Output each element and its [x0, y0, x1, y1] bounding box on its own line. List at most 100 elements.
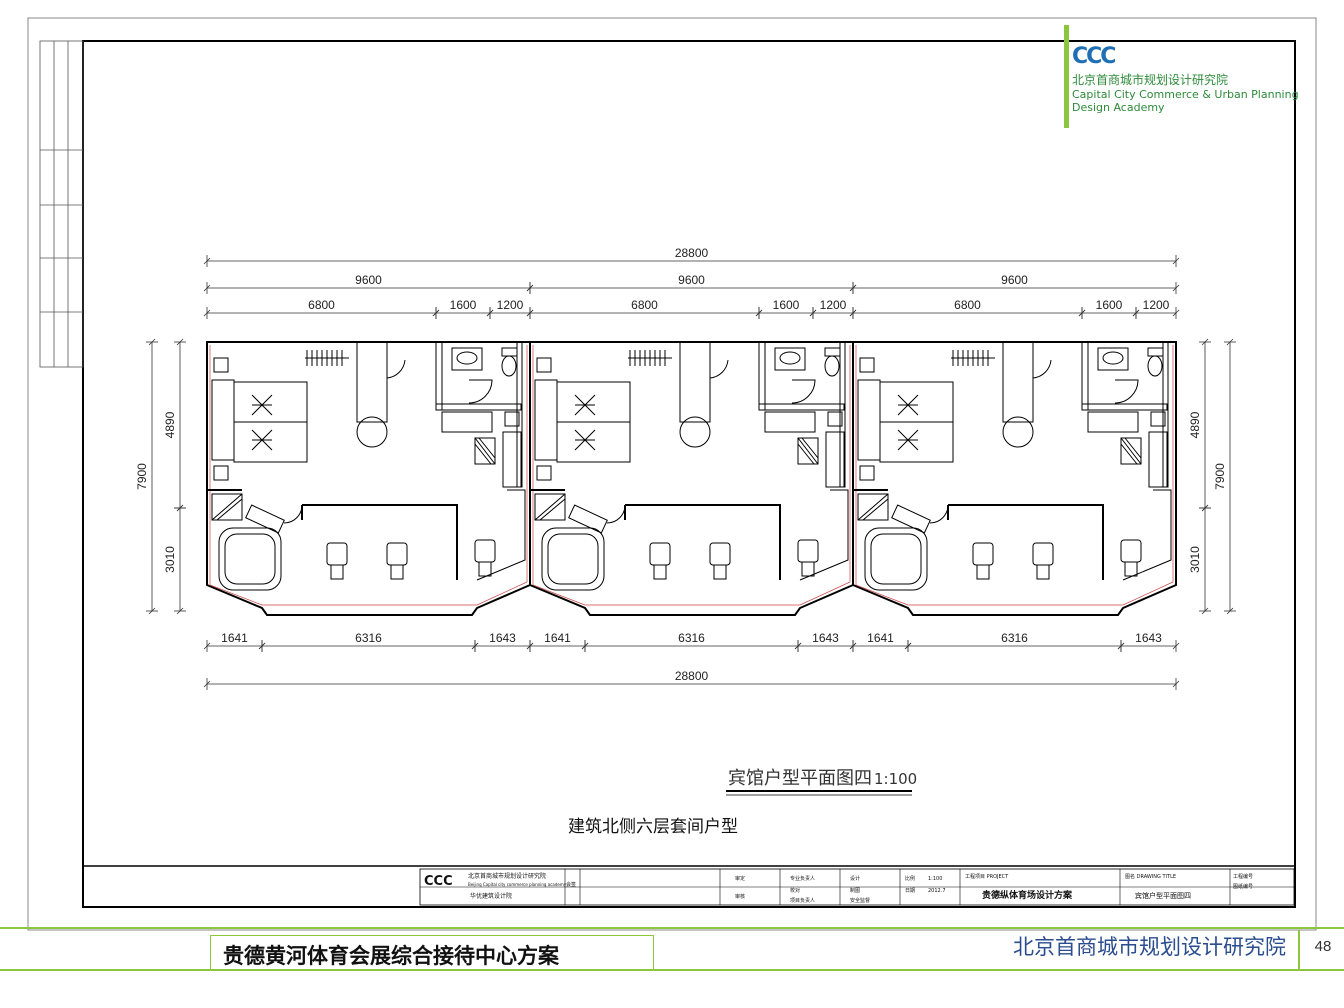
mid-wall	[207, 489, 458, 580]
armchair-base-2	[478, 561, 492, 577]
jacuzzi-inner	[547, 533, 599, 585]
binding-strip	[39, 40, 84, 368]
dim-room-1-slash	[526, 309, 534, 317]
door-swing	[386, 342, 406, 379]
dim-bottom-left-1-label: 1641	[544, 631, 571, 645]
dim-bottom-left-0-label: 1641	[221, 631, 248, 645]
corner-closet	[1122, 489, 1172, 581]
tb-cell-8: 安全监督	[850, 897, 870, 904]
unit-2	[852, 341, 1177, 616]
dim-bath-2-label: 1600	[1096, 298, 1123, 312]
dim-left-upper-slash	[176, 338, 184, 346]
plan-scale: 1:100	[874, 770, 917, 788]
corner-closet	[476, 489, 526, 581]
tb-scale-label: 比例	[905, 875, 915, 882]
dim-room-0-label: 6800	[308, 298, 335, 312]
pillow-icon	[251, 429, 273, 451]
tb-cell-4: 项目负责人	[790, 897, 815, 904]
dim-bottom-right-2-slash	[1117, 642, 1125, 650]
desk	[764, 411, 816, 433]
tb-cell-5: 设计	[850, 875, 860, 882]
dim-total-top-label: 28800	[675, 246, 709, 260]
headboard	[211, 379, 235, 461]
dim-closet-0-slash	[486, 309, 494, 317]
dim-total-bottom-slash	[203, 680, 211, 688]
bath-wall	[435, 341, 443, 411]
dim-left-upper-label: 4890	[163, 411, 177, 438]
plan-caption: 建筑北侧六层套间户型	[568, 817, 738, 837]
shower	[857, 493, 889, 521]
tb-sub: 华优建筑设计院	[470, 892, 512, 900]
dim-bottom-left-0-slash	[203, 642, 211, 650]
dim-closet-0-label: 1200	[497, 298, 524, 312]
dim-bay-0-slash	[203, 284, 211, 292]
bath-wall	[758, 341, 766, 411]
partition-column	[1002, 341, 1034, 423]
nightstand-bottom	[859, 465, 875, 481]
dim-closet-2-label: 1200	[1143, 298, 1170, 312]
pillow-icon	[897, 429, 919, 451]
dim-room-1-label: 6800	[631, 298, 658, 312]
desk	[441, 411, 493, 433]
tb-cell-9: 会签	[566, 881, 576, 888]
dim-bay-2-slash	[849, 284, 857, 292]
tb-logo-mark: CCC	[424, 874, 453, 889]
dim-bottom-right-0-slash	[471, 642, 479, 650]
armchair-2	[474, 539, 496, 563]
logo-name-en-2: Design Academy	[1072, 101, 1165, 114]
toilet-bowl	[1147, 355, 1163, 377]
jacuzzi-inner	[224, 533, 276, 585]
dim-bottom-left-2-slash	[849, 642, 857, 650]
dim-right-lower-slash	[1201, 607, 1209, 615]
dim-bottom-mid-1-slash	[581, 642, 589, 650]
sink-bowl	[1102, 351, 1124, 365]
dim-bay-1-label: 9600	[678, 273, 705, 287]
slide-footer	[0, 927, 1344, 973]
dim-bottom-mid-0-slash	[258, 642, 266, 650]
shower	[211, 493, 243, 521]
dim-left-lower-label: 3010	[163, 546, 177, 573]
column-round	[356, 416, 388, 448]
dim-total-top-slash	[1172, 257, 1180, 265]
dim-total-bottom-label: 28800	[675, 669, 709, 683]
nightstand-top	[536, 357, 552, 373]
armchair-0	[649, 542, 671, 566]
dim-bath-0-label: 1600	[450, 298, 477, 312]
bench	[568, 504, 608, 534]
partition-column	[679, 341, 711, 423]
tb-date: 2012.7	[928, 888, 946, 894]
shower-lines	[857, 493, 889, 521]
unit-outer-wall	[529, 341, 854, 616]
shower	[534, 493, 566, 521]
toilet-tank	[501, 347, 518, 357]
tb-cell-6: 制图	[850, 887, 860, 894]
pillow-icon	[574, 429, 596, 451]
jacuzzi	[864, 527, 928, 591]
living-door-swing	[929, 504, 949, 524]
unit-inner-line	[209, 345, 528, 606]
logo-name-cn: 北京首商城市规划设计研究院	[1072, 73, 1229, 87]
title-block-text: CCC 北京首商城市规划设计研究院 Beijing Capital city c…	[424, 872, 1253, 904]
toilet-tank	[1147, 347, 1164, 357]
pillow-icon	[574, 394, 596, 416]
dim-bottom-left-2-label: 1641	[867, 631, 894, 645]
dim-right-lower-label: 3010	[1188, 546, 1202, 573]
dim-bay-1-slash	[526, 284, 534, 292]
armchair-base-1	[1036, 564, 1050, 580]
dim-bath-2-slash	[1078, 309, 1086, 317]
academy-logo: CCC 北京首商城市规划设计研究院 Capital City Commerce …	[1072, 44, 1332, 114]
sofa	[502, 431, 522, 488]
bath-wall	[1081, 341, 1089, 411]
dim-bath-1-label: 1600	[773, 298, 800, 312]
tb-cell-1: 审核	[735, 893, 745, 900]
jacuzzi	[218, 527, 282, 591]
bath-wall-bottom	[435, 403, 522, 411]
armchair-0	[326, 542, 348, 566]
tb-cell-0: 审定	[735, 875, 745, 882]
dim-bay-2-label: 9600	[1001, 273, 1028, 287]
armchair-base-2	[1124, 561, 1138, 577]
dimension-lines	[146, 255, 1236, 690]
dim-bottom-right-0-label: 1643	[489, 631, 516, 645]
footer-title: 贵德黄河体育会展综合接待中心方案	[210, 935, 654, 971]
